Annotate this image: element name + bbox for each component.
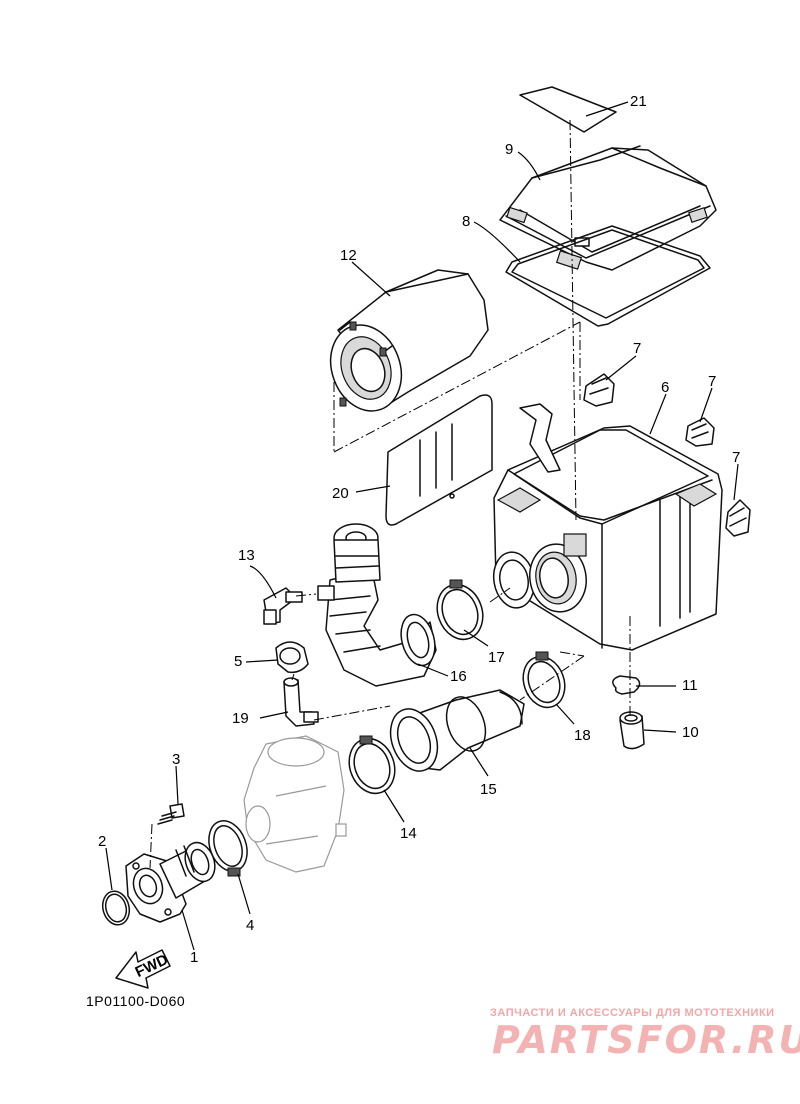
part-1-intake-manifold	[125, 841, 216, 923]
callout-10: 10	[682, 724, 699, 741]
part-14-hose-clamp	[348, 735, 396, 795]
callout-7a: 7	[633, 340, 641, 357]
part-10-drain-cap	[619, 711, 645, 750]
watermark-tagline: ЗАПЧАСТИ И АКСЕССУАРЫ ДЛЯ МОТОТЕХНИКИ	[490, 1007, 775, 1019]
callout-2: 2	[98, 833, 106, 850]
part-3-bolt	[157, 803, 185, 825]
part-6-air-filter-case	[492, 403, 723, 651]
callout-12: 12	[340, 247, 357, 264]
callout-3: 3	[172, 751, 180, 768]
callout-16: 16	[450, 668, 467, 685]
part-7-clips	[583, 373, 751, 537]
callout-21: 21	[630, 93, 647, 110]
callout-6: 6	[661, 379, 669, 396]
callout-1: 1	[190, 949, 198, 966]
callout-15: 15	[480, 781, 497, 798]
watermark-brand: PARTSFOR.RU	[492, 1018, 800, 1062]
callout-19: 19	[232, 710, 249, 727]
callout-8: 8	[462, 213, 470, 230]
alignment-lines	[149, 119, 631, 869]
callout-numbers: 21 9 8 12 7 6 7 7 20 13 5 16 17 11 10 18…	[98, 93, 740, 966]
callout-4: 4	[246, 917, 254, 934]
callout-18: 18	[574, 727, 591, 744]
part-9-air-box-cover	[499, 145, 717, 271]
part-21-label-sticker	[519, 86, 617, 133]
part-17-hose-clamp	[436, 579, 484, 641]
callout-14: 14	[400, 825, 417, 842]
leader-lines	[105, 101, 739, 951]
callout-11: 11	[682, 677, 698, 694]
part-11-clamp-ring	[612, 675, 641, 695]
diagram-code: 1P01100-D060	[86, 993, 186, 1009]
callout-7c: 7	[732, 449, 740, 466]
part-5-elbow-cap	[275, 641, 309, 674]
part-19-breather-hose	[283, 677, 319, 727]
callout-7b: 7	[708, 373, 716, 390]
part-15-joint-boot	[389, 689, 525, 772]
fwd-direction-arrow: FWD	[115, 949, 171, 989]
callout-9: 9	[505, 141, 513, 158]
part-8-cover-seal	[505, 225, 711, 327]
callout-13: 13	[238, 547, 255, 564]
callout-17: 17	[488, 649, 505, 666]
part-2-o-ring	[101, 890, 131, 926]
callout-5: 5	[234, 653, 242, 670]
part-16-intake-duct	[317, 523, 437, 687]
part-12-air-filter-element	[329, 269, 489, 412]
part-18-hose-clamp	[522, 651, 566, 709]
callout-20: 20	[332, 485, 349, 502]
carburetor-reference	[243, 735, 347, 873]
part-13-elbow-fitting	[263, 587, 303, 625]
part-20-filter-plate	[385, 394, 493, 526]
